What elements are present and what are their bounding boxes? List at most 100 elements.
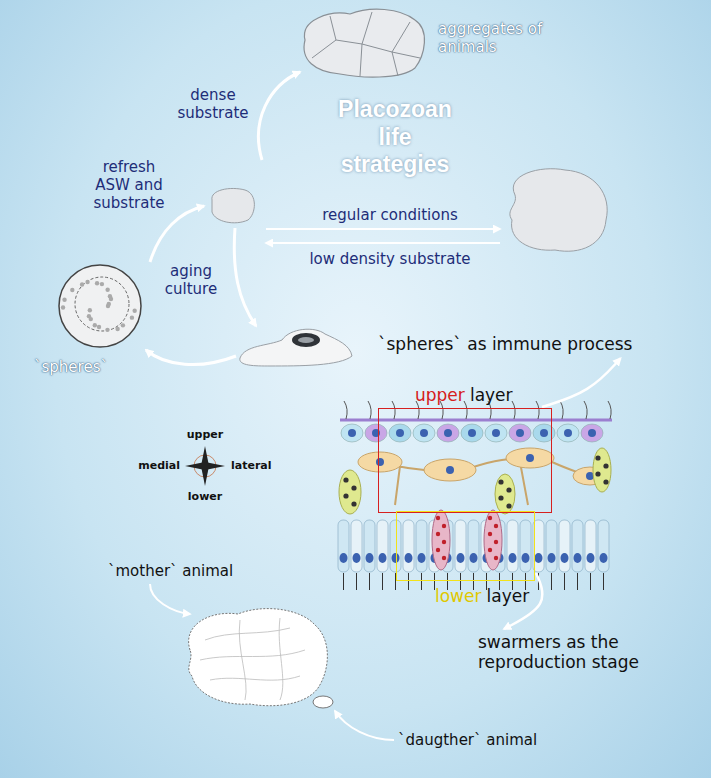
nucleus — [574, 553, 582, 563]
sphere-cell — [85, 280, 89, 284]
upper-cell — [581, 424, 603, 442]
compass-star — [185, 462, 225, 470]
compass-label: lateral — [231, 459, 287, 472]
granule — [488, 516, 492, 520]
nucleus — [526, 454, 534, 462]
cilium — [382, 573, 383, 590]
process-note: swarmers as the reproduction stage — [478, 632, 670, 673]
granule — [442, 524, 446, 528]
callout-label: `daugther` animal — [398, 731, 558, 749]
columnar-cell — [403, 520, 414, 572]
part-label: upperlayer — [415, 385, 545, 405]
daughter-outline — [313, 696, 333, 708]
sphere-cell — [88, 308, 92, 312]
columnar-cell — [585, 520, 596, 572]
nucleus — [444, 429, 452, 437]
sphere-core — [75, 277, 129, 331]
sphere-cell — [97, 325, 101, 329]
columnar-cell — [338, 520, 349, 572]
granule — [603, 463, 608, 468]
columnar-cell — [364, 520, 375, 572]
granule — [506, 487, 511, 492]
cilium — [392, 401, 395, 419]
cilium — [590, 573, 591, 590]
cilium — [551, 573, 552, 590]
sphere-cell — [70, 288, 74, 292]
sphere-cell — [62, 298, 66, 302]
small-animal — [212, 188, 255, 222]
mother-texture — [200, 618, 305, 700]
flat-outline — [240, 329, 352, 366]
upper-cell — [485, 424, 507, 442]
fiber-process — [380, 458, 590, 505]
nucleus — [587, 553, 595, 563]
sphere-outline — [59, 265, 141, 347]
cycle-arrows — [146, 72, 500, 740]
leader-arrow — [150, 584, 190, 614]
sphere-cell — [115, 327, 119, 331]
sphere-cell — [80, 282, 84, 286]
sphere-cell — [108, 294, 112, 298]
columnar-cell — [520, 520, 531, 572]
condition-label: aging culture — [158, 262, 224, 298]
granule — [351, 501, 356, 506]
compass-label: upper — [180, 428, 230, 441]
nucleus — [340, 553, 348, 563]
columnar-cell — [416, 520, 427, 572]
process-note: `spheres` as immune process — [378, 334, 632, 354]
granule — [494, 540, 498, 544]
granule — [488, 532, 492, 536]
note-text: swarmers as the reproduction stage — [478, 632, 670, 673]
nucleus — [468, 429, 476, 437]
callout-label: `mother` animal — [108, 562, 248, 580]
sphere-cell — [105, 287, 109, 291]
cilium — [356, 573, 357, 590]
nucleus — [600, 553, 608, 563]
granule — [436, 532, 440, 536]
granule — [442, 540, 446, 544]
granule — [494, 556, 498, 560]
cycle-arrow — [234, 228, 256, 326]
upper-cell — [413, 424, 435, 442]
cilium — [344, 401, 347, 419]
lipophil-cell — [593, 448, 611, 492]
cilium — [369, 573, 370, 590]
diagram-title: Placozoan life strategies — [325, 96, 465, 179]
sphere-cell — [107, 302, 111, 306]
part-label: `spheres` — [34, 358, 134, 376]
granule — [498, 495, 503, 500]
compass — [185, 446, 225, 486]
aggregate-outline — [304, 9, 424, 77]
fiber-cell — [358, 452, 402, 472]
granule — [494, 524, 498, 528]
nucleus — [588, 429, 596, 437]
granule — [343, 493, 348, 498]
granule — [442, 556, 446, 560]
upper-cell — [341, 424, 363, 442]
columnar-cell — [546, 520, 557, 572]
aggregate-blob — [304, 9, 424, 77]
cilium — [564, 573, 565, 590]
upper-cell — [437, 424, 459, 442]
columnar-cell — [377, 520, 388, 572]
cycle-arrow — [266, 242, 500, 244]
mother-outline — [189, 609, 328, 706]
aggregate-seams — [312, 12, 420, 76]
process-arrow — [542, 358, 620, 407]
cilium — [603, 573, 604, 590]
sphere-drawing — [56, 262, 144, 350]
nucleus — [379, 553, 387, 563]
condition-label: dense substrate — [176, 86, 250, 122]
upper-cell — [365, 424, 387, 442]
nucleus — [564, 429, 572, 437]
nucleus — [492, 429, 500, 437]
cilium — [421, 573, 422, 590]
organism-group: `spheres` — [56, 262, 144, 350]
granule — [488, 548, 492, 552]
granule — [603, 479, 608, 484]
cilium — [536, 401, 539, 419]
flattened-animal — [240, 329, 352, 366]
nucleus — [366, 553, 374, 563]
nucleus — [418, 553, 426, 563]
condition-label: refresh ASW and substrate — [88, 158, 170, 212]
